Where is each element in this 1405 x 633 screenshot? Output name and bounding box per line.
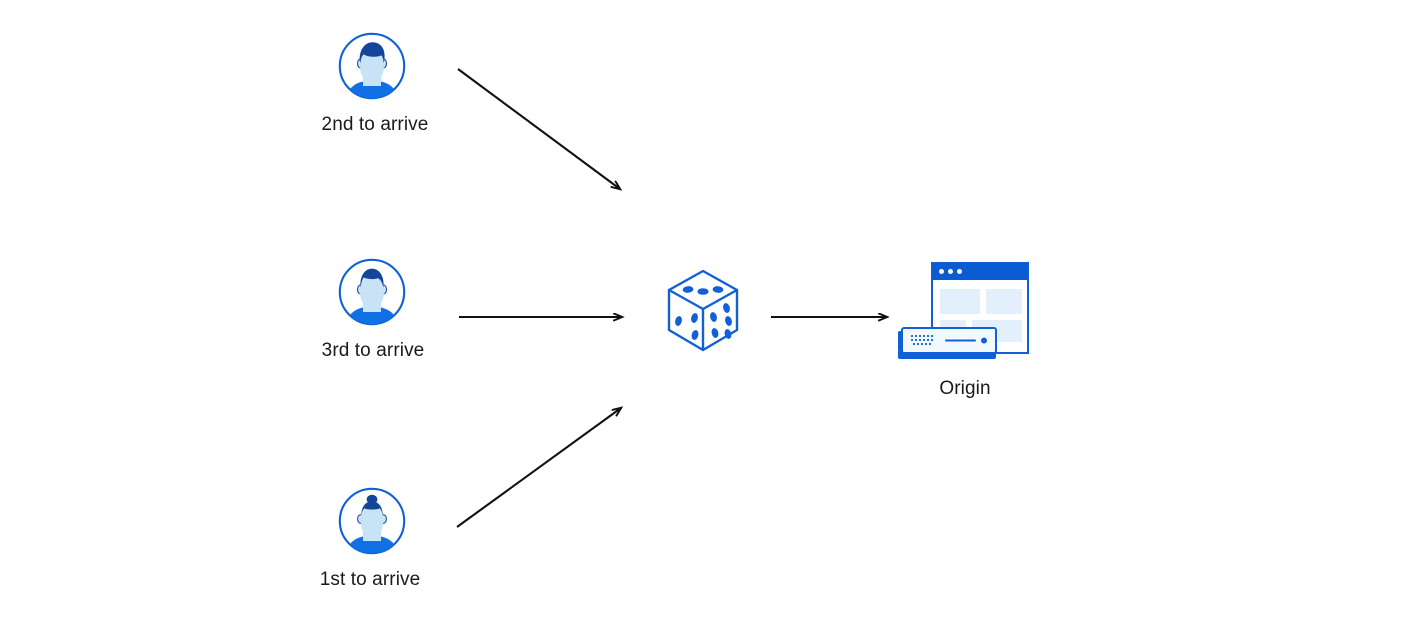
client-label-2nd: 2nd to arrive [321, 114, 429, 135]
arrow-1st-to-dice [456, 408, 621, 528]
browser-window-server-icon [890, 256, 1030, 366]
user-avatar-icon [336, 485, 408, 557]
client-label-3rd: 3rd to arrive [321, 340, 425, 361]
user-avatar-icon [336, 30, 408, 102]
origin-label: Origin [939, 378, 991, 399]
user-avatar-icon [336, 256, 408, 328]
server-device [898, 327, 997, 359]
client-label-1st: 1st to arrive [319, 569, 421, 590]
dice-cube-icon [658, 264, 748, 364]
